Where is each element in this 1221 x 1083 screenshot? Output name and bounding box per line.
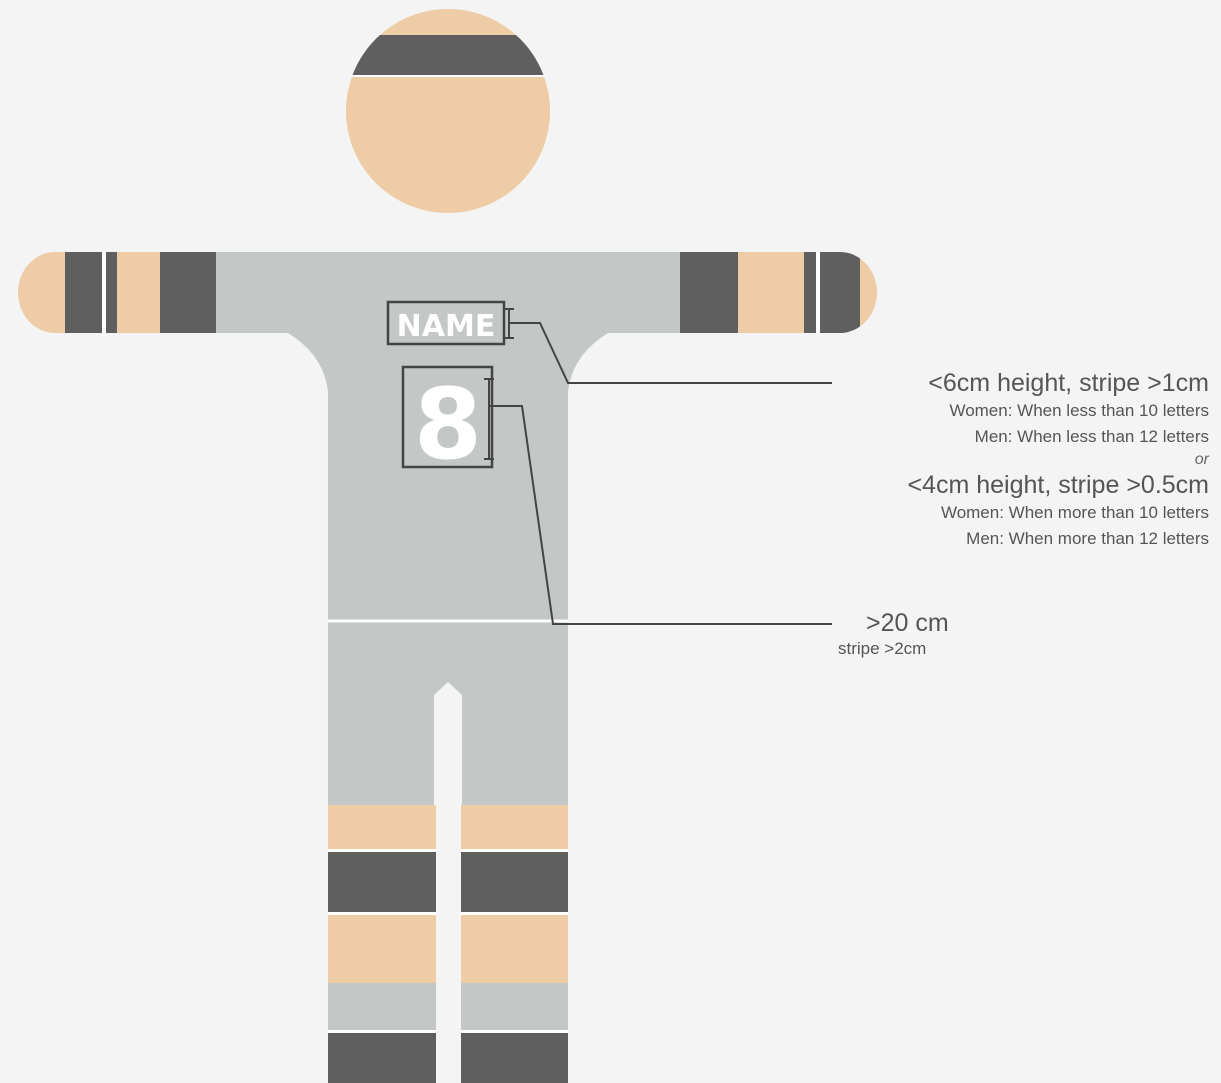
right-arm (670, 252, 885, 333)
right-sock-stripe (461, 852, 568, 912)
right-arm-stripe (820, 252, 860, 333)
name-rule-women-b: Women: When more than 10 letters (907, 500, 1209, 526)
headband (340, 35, 560, 75)
shorts (328, 622, 568, 805)
jersey-name: NAME (388, 302, 514, 344)
name-rule-heading-a: <6cm height, stripe >1cm (907, 368, 1209, 398)
left-sock-stripe (328, 1033, 436, 1083)
name-rule-men-b: Men: When more than 12 letters (907, 526, 1209, 552)
left-arm-stripe (160, 252, 216, 333)
jersey-number: 8 (403, 367, 494, 482)
head (340, 5, 560, 220)
name-rule-annotation: <6cm height, stripe >1cm Women: When les… (907, 368, 1209, 552)
left-arm (10, 252, 226, 333)
right-sock-stripe (461, 1033, 568, 1083)
name-rule-or: or (907, 450, 1209, 470)
left-arm-stripe (65, 252, 103, 333)
number-rule-sub: stripe >2cm (838, 638, 949, 660)
right-leg (461, 805, 568, 1083)
right-arm-stripe (680, 252, 738, 333)
left-sock-stripe (328, 852, 436, 912)
number-rule-heading: >20 cm (838, 608, 949, 638)
left-leg (328, 805, 436, 1083)
right-arm-stripe (804, 252, 816, 333)
left-arm-stripe (106, 252, 117, 333)
number-rule-annotation: >20 cm stripe >2cm (838, 608, 949, 660)
number-text: 8 (414, 368, 482, 482)
name-text: NAME (397, 309, 496, 344)
name-rule-heading-b: <4cm height, stripe >0.5cm (907, 470, 1209, 500)
name-rule-men-a: Men: When less than 12 letters (907, 424, 1209, 450)
name-rule-women-a: Women: When less than 10 letters (907, 398, 1209, 424)
